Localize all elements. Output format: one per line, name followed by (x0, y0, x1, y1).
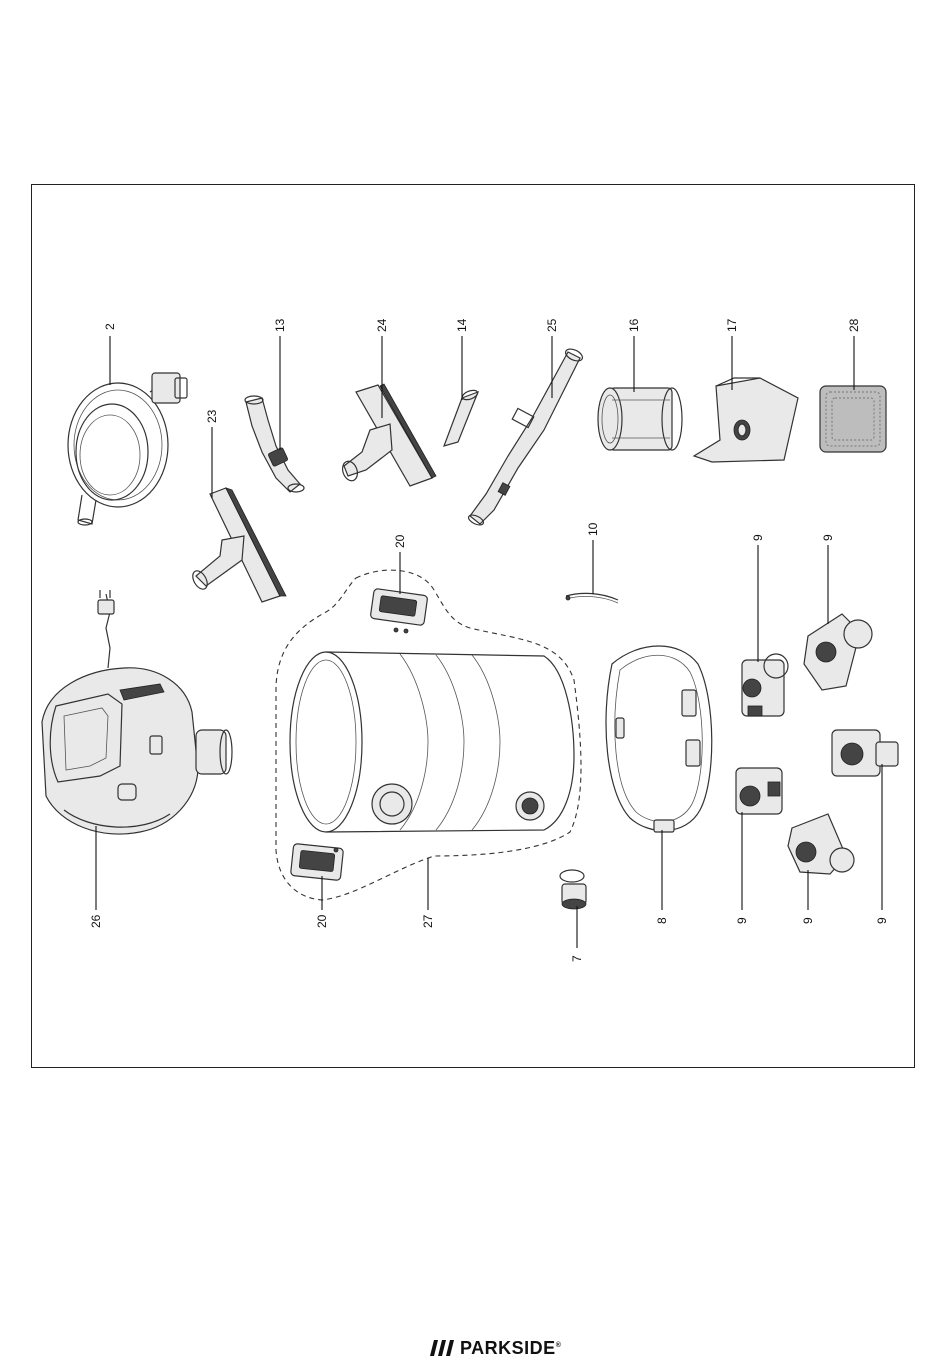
callout-20-upper: 20 (393, 534, 407, 548)
callout-27: 27 (421, 914, 435, 928)
part-caster-c (832, 730, 898, 776)
callout-9-d: 9 (801, 917, 815, 924)
part-cable-clip (566, 593, 618, 603)
callout-16: 16 (627, 318, 641, 332)
brand-name: PARKSIDE® (460, 1338, 561, 1359)
part-latch-upper (370, 588, 428, 633)
part-floor-nozzle-large (340, 384, 436, 486)
callout-24: 24 (375, 318, 389, 332)
callout-9-b: 9 (821, 534, 835, 541)
callout-13: 13 (273, 318, 287, 332)
part-latch-lower (290, 843, 343, 880)
part-extension-tube (467, 347, 584, 527)
part-hose (68, 373, 187, 525)
part-motor-head (42, 590, 232, 834)
callout-8: 8 (655, 917, 669, 924)
part-small-tube (444, 389, 479, 446)
part-caster-a (742, 654, 788, 716)
callout-26: 26 (89, 914, 103, 928)
brand-logo: PARKSIDE® (430, 1336, 561, 1360)
callout-28: 28 (847, 318, 861, 332)
callout-7: 7 (570, 955, 584, 962)
part-caster-d (736, 768, 782, 814)
part-caster-b (804, 614, 872, 690)
part-floor-nozzle-small (190, 488, 286, 602)
callout-9-c: 9 (735, 917, 749, 924)
brand-name-text: PARKSIDE (460, 1338, 556, 1358)
part-drain-plug (560, 870, 586, 909)
part-filter-bag (694, 378, 798, 462)
part-foam-filter (820, 386, 886, 452)
brand-registered-mark: ® (556, 1342, 562, 1349)
brand-slashes-icon (430, 1340, 454, 1356)
callout-14: 14 (455, 318, 469, 332)
callout-10: 10 (586, 522, 600, 536)
callout-25: 25 (545, 318, 559, 332)
callout-9-e: 9 (875, 917, 889, 924)
part-cartridge-filter (598, 388, 682, 450)
callout-2: 2 (103, 323, 117, 330)
callout-9-a: 9 (751, 534, 765, 541)
callout-20-lower: 20 (315, 914, 329, 928)
callout-17: 17 (725, 318, 739, 332)
part-ring-frame (606, 646, 712, 832)
part-curved-tube (245, 396, 304, 492)
callout-23: 23 (205, 409, 219, 423)
part-caster-e (788, 814, 854, 874)
